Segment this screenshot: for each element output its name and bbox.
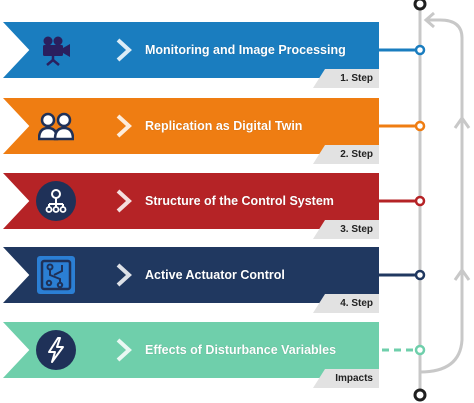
- step-1-title: Monitoring and Image Processing: [145, 43, 346, 57]
- network-icon: [45, 189, 67, 213]
- step-3-title: Structure of the Control System: [145, 194, 334, 208]
- impacts-title: Effects of Disturbance Variables: [145, 343, 337, 357]
- loop-arrow-up-1: [453, 115, 471, 129]
- connector-dot-2: [414, 120, 426, 132]
- loop-end-dot: [413, 388, 427, 402]
- video-camera-icon: [43, 36, 70, 66]
- step-1-tag: 1. Step: [313, 69, 379, 88]
- chevron-right-icon: [116, 338, 132, 362]
- connector-dot-5: [414, 344, 426, 356]
- loop-arrow-top: [423, 11, 435, 29]
- step-2-title: Replication as Digital Twin: [145, 119, 303, 133]
- chevron-right-icon: [116, 114, 132, 138]
- chevron-right-icon: [116, 38, 132, 62]
- lightning-icon: [48, 337, 64, 363]
- connector-dot-1: [414, 44, 426, 56]
- step-1-icon-wrap: [36, 30, 76, 70]
- step-impacts: Effects of Disturbance Variables Impacts: [3, 322, 379, 388]
- step-2-tag: 2. Step: [313, 145, 379, 164]
- step-2-icon-wrap: [36, 106, 76, 146]
- chevron-right-icon: [116, 263, 132, 287]
- connector-dot-4: [414, 269, 426, 281]
- step-4-tag: 4. Step: [313, 294, 379, 313]
- loop-start-dot: [413, 0, 427, 11]
- step-3-icon-wrap: [36, 181, 76, 221]
- step-4: Active Actuator Control 4. Step: [3, 247, 379, 313]
- impacts-icon-wrap: [36, 330, 76, 370]
- circuit-board-icon: [40, 259, 72, 291]
- impacts-tag: Impacts: [313, 369, 379, 388]
- return-loop: [419, 18, 464, 374]
- step-3-tag: 3. Step: [313, 220, 379, 239]
- chevron-right-icon: [116, 189, 132, 213]
- loop-arrow-up-2: [453, 267, 471, 281]
- step-4-icon-wrap: [37, 256, 75, 294]
- step-2: Replication as Digital Twin 2. Step: [3, 98, 379, 164]
- people-icon: [38, 112, 74, 141]
- step-1: Monitoring and Image Processing 1. Step: [3, 22, 379, 88]
- step-3: Structure of the Control System 3. Step: [3, 173, 379, 239]
- step-4-title: Active Actuator Control: [145, 268, 285, 282]
- connector-dot-3: [414, 195, 426, 207]
